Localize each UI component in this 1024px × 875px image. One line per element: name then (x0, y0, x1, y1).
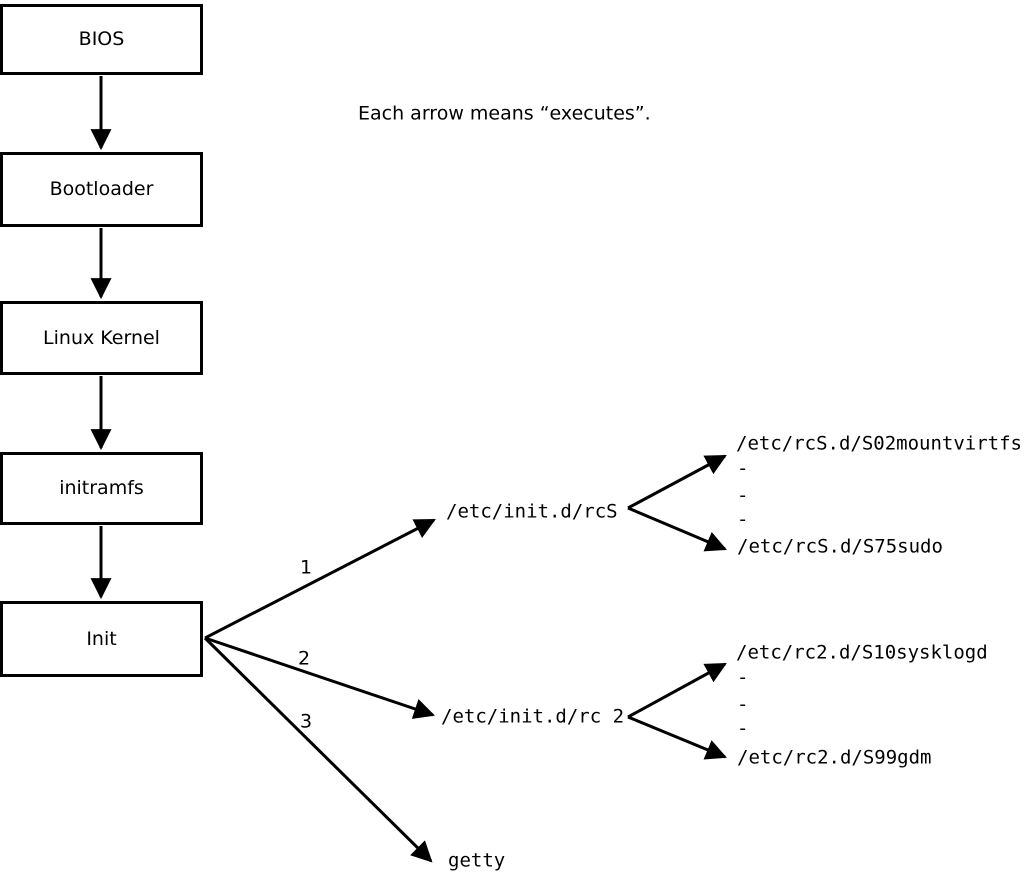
branch-number-1: 1 (299, 556, 313, 579)
arrow-rcS-to-last-script (627, 506, 727, 552)
rc2-ellipsis-dash-3: - (737, 717, 749, 740)
node-rc2-d-S10sysklogd: /etc/rc2.d/S10sysklogd (736, 641, 988, 664)
legend-note: Each arrow means “executes”. (358, 102, 651, 125)
node-getty: getty (448, 849, 506, 872)
arrow-init-to-getty (203, 636, 433, 863)
node-rcS-d-S02mountvirtfs: /etc/rcS.d/S02mountvirtfs (736, 432, 1022, 455)
rc2-ellipsis-dash-2: - (737, 693, 749, 716)
arrow-rc2-to-last-script (627, 715, 727, 760)
arrow-init-to-rc2 (204, 636, 435, 719)
node-etc-init-d-rc2: /etc/init.d/rc 2 (441, 705, 625, 728)
rcS-ellipsis-dash-1: - (737, 457, 749, 480)
node-initramfs-label: initramfs (59, 477, 144, 499)
arrow-rcS-to-first-script (627, 454, 727, 510)
node-rc2-d-S99gdm: /etc/rc2.d/S99gdm (737, 746, 932, 769)
rcS-ellipsis-dash-3: - (737, 508, 749, 531)
node-linux-kernel: Linux Kernel (0, 301, 203, 375)
node-bios-label: BIOS (78, 28, 125, 50)
node-etc-init-d-rcS: /etc/init.d/rcS (446, 500, 618, 523)
node-initramfs: initramfs (0, 452, 203, 525)
node-bios: BIOS (0, 4, 203, 75)
rc2-ellipsis-dash-1: - (737, 666, 749, 689)
branch-number-2: 2 (297, 647, 311, 670)
node-rcS-d-S75sudo: /etc/rcS.d/S75sudo (737, 535, 943, 558)
rcS-ellipsis-dash-2: - (737, 484, 749, 507)
arrow-init-to-rcS (204, 518, 436, 640)
arrow-rc2-to-first-script (627, 662, 727, 719)
node-init-label: Init (86, 627, 117, 650)
node-init: Init (0, 601, 203, 677)
node-bootloader: Bootloader (0, 152, 203, 227)
node-linux-kernel-label: Linux Kernel (43, 326, 160, 349)
node-bootloader-label: Bootloader (49, 178, 154, 200)
branch-number-3: 3 (299, 710, 313, 733)
